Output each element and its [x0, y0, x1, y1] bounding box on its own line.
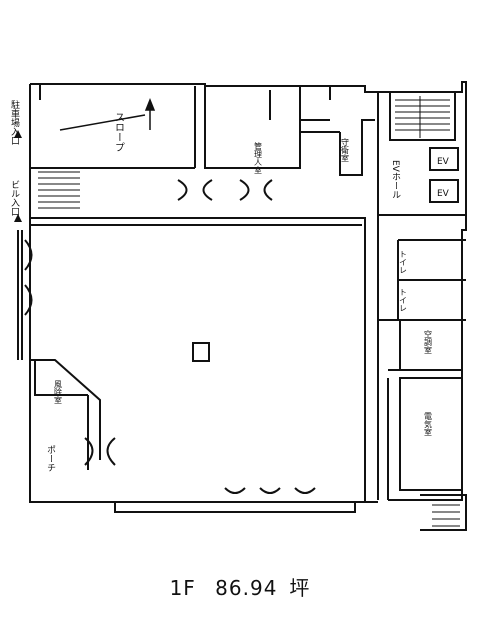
- management-office-label: 管理人室: [254, 141, 263, 174]
- guard-room-label: 守衛室: [341, 137, 350, 162]
- toilet-block: [377, 215, 466, 321]
- ac-room-label: 空調室: [424, 329, 433, 354]
- entry-br: [420, 494, 467, 531]
- floor-caption: 1F 86.94 坪: [0, 572, 480, 601]
- door-3: [84, 437, 116, 466]
- area-unit: 坪: [289, 576, 311, 600]
- door-bottom: [224, 487, 316, 494]
- left-window: [17, 230, 23, 360]
- slope-arrowhead: [144, 97, 156, 111]
- windbreak-label: 風除室: [54, 380, 63, 404]
- stairs-top: [395, 96, 450, 138]
- parking-entrance-label: 駐車場入口: [9, 99, 20, 145]
- entrance-arrow-2: [14, 214, 22, 222]
- area-value: 86.94: [215, 576, 278, 600]
- slope-wall: [30, 84, 196, 169]
- ev-shaft-2: [429, 179, 459, 203]
- hall-wall-inner: [30, 218, 366, 500]
- windbreak-wall: [30, 359, 101, 470]
- electric-room: [399, 377, 463, 491]
- column: [192, 342, 210, 362]
- electric-room-label: 電気室: [424, 412, 433, 436]
- toilet-2-label: トイレ: [399, 288, 408, 312]
- ev-shaft-1: [429, 147, 459, 171]
- door-2: [239, 179, 273, 201]
- door-left: [24, 239, 33, 316]
- floor-plan: 駐車場入口 ビル入口 スロープ 管理人室 守衛室 EVホール EV EV トイレ…: [9, 81, 467, 531]
- porch-wall: [114, 502, 356, 513]
- toilet-1-label: トイレ: [399, 250, 408, 274]
- ev-1-label: EV: [437, 157, 450, 167]
- ac-room: [399, 319, 463, 371]
- mgmt-wall: [204, 86, 331, 169]
- slope-label: スロープ: [113, 112, 124, 152]
- stairs-left: [38, 171, 80, 209]
- guard-wall: [300, 119, 375, 176]
- ev-hall-label: EVホール: [390, 160, 401, 199]
- floor-label: 1F: [169, 576, 196, 600]
- entrance-arrow-1: [14, 130, 22, 138]
- porch-label: ポーチ: [45, 445, 56, 472]
- stairs-br: [432, 504, 460, 527]
- ev-2-label: EV: [437, 189, 450, 199]
- right-corridor: [377, 320, 400, 500]
- building-entrance-label: ビル入口: [9, 180, 20, 216]
- door-1: [177, 179, 213, 201]
